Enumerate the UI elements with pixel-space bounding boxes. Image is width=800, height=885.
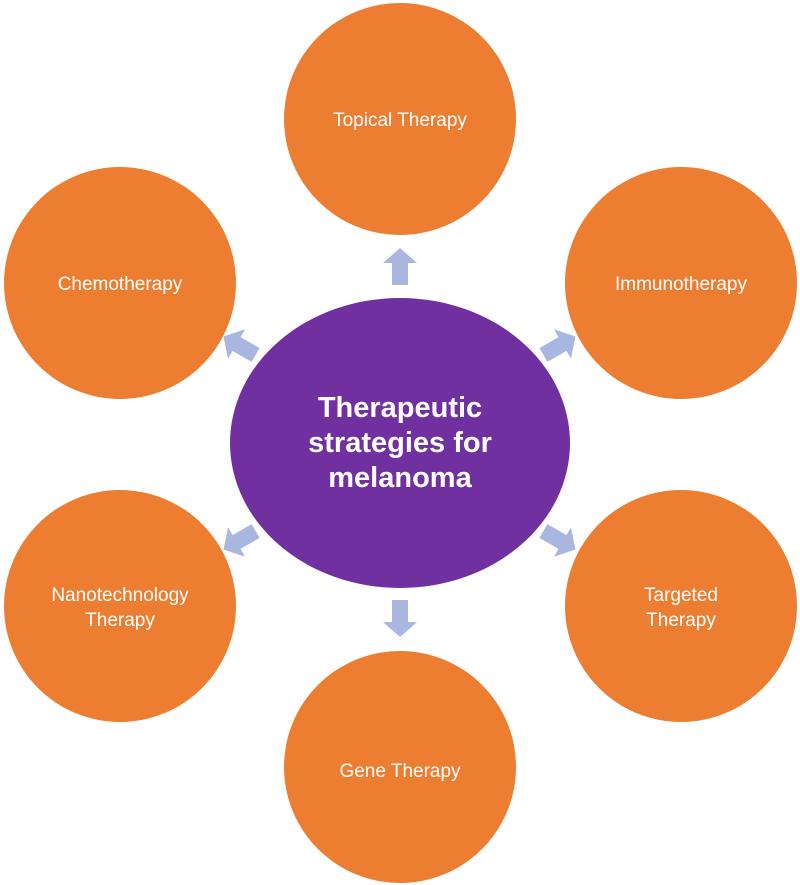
node-targeted-label: Targeted [644,585,718,606]
arrow-to-targeted [539,524,576,557]
arrow-to-chemotherapy [223,329,260,362]
arrows-group [223,248,576,637]
node-immunotherapy-label: Immunotherapy [615,274,748,295]
center-title-line: Therapeutic [318,392,482,424]
node-topical-circle [284,3,516,235]
arrow-to-gene [383,600,417,637]
node-immunotherapy-circle [565,167,797,399]
node-nanotechnology-label: Nanotechnology [51,585,189,606]
node-immunotherapy: Immunotherapy [565,167,797,399]
nodes-group: Topical TherapyImmunotherapyTargetedTher… [4,3,797,883]
node-gene: Gene Therapy [284,651,516,883]
node-gene-label: Gene Therapy [339,761,461,782]
center-title-line: strategies for [308,427,492,459]
arrow-to-nanotechnology [223,524,260,557]
center-ellipse [230,298,570,588]
node-topical: Topical Therapy [284,3,516,235]
node-nanotechnology-label: Therapy [85,610,155,631]
node-nanotechnology-circle [4,490,236,722]
node-topical-label: Topical Therapy [333,110,467,131]
node-chemotherapy-circle [4,167,236,399]
node-targeted-label: Therapy [646,610,716,631]
arrow-to-immunotherapy [539,329,576,362]
node-chemotherapy-label: Chemotherapy [58,274,183,295]
node-chemotherapy: Chemotherapy [4,167,236,399]
center-title-line: melanoma [328,462,472,494]
node-gene-circle [284,651,516,883]
node-targeted-circle [565,490,797,722]
arrow-to-topical [383,248,417,285]
